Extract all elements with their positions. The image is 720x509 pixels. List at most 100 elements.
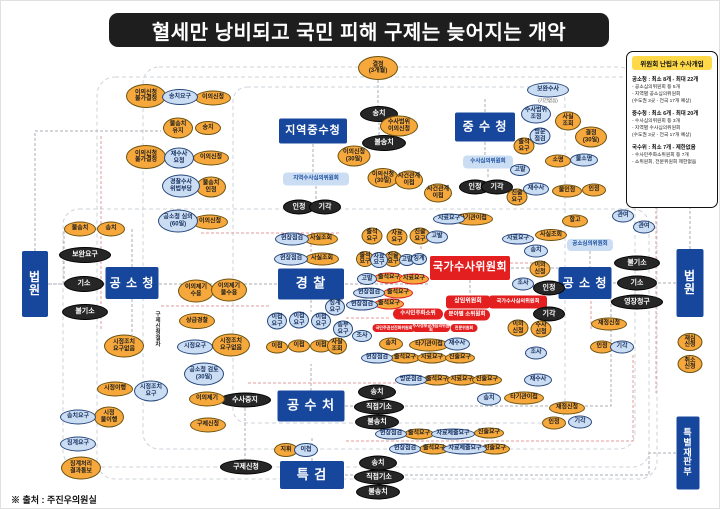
subcommittee-capsule-17: 분야별 소위원회 [444,309,490,321]
prosecutors-office-right-box: 공 소 청 [558,267,612,299]
flow-node-blue-164: 송부 요구 [333,320,353,338]
flow-node-orange-86: 진술요구 [472,374,502,386]
flow-node-orange-83: 진술요구 [445,352,475,364]
flow-node-orange-46: 이의신청 [195,90,231,106]
flow-node-blue-123: 징계요구 [60,436,96,452]
flow-node-blue-126: 이첩 [294,443,318,457]
flow-node-blue-153: 송치 [477,392,501,406]
flow-node-orange-105: 인정 [542,416,566,430]
legend-section-0-line-1: - 지역별 공소심의위원회 [632,91,681,97]
jungsu-office-box: 중 수 청 [455,112,515,142]
flow-node-blue-156: 현장점검 [375,428,407,440]
flow-node-blue-142: 수사범위 조정 [521,104,551,124]
flow-node-orange-47: 불송치 유지 [163,117,193,139]
flow-node-orange-62: 구제신청 [190,417,226,433]
flow-node-orange-97: 이의 신청 [507,319,529,337]
flow-node-blue-157: 자료제출요구 [431,428,475,440]
flow-node-black-30: 인정 [533,280,565,296]
flow-node-orange-81: 출석요구 [390,352,420,364]
flow-node-orange-58: 이의제기 불수용 [211,278,247,302]
flow-node-blue-132: 징계 [411,253,427,265]
flow-node-blue-155: 방문점검 [395,374,427,386]
committee-label-11: 지역수사심의위원회 [283,172,349,186]
flow-node-blue-118: 재수사 요청 [164,147,194,169]
flow-node-orange-79: 송치 [379,337,403,351]
relief-procedure-vlabel: 구 제 신 청 절 차 [155,312,161,348]
flow-node-orange-80: 타기관이첩 [409,338,449,352]
flow-node-blue-152: 재수사 [444,337,470,351]
subcommittee-capsule-20: 전문위원회 [450,324,478,332]
flow-node-blue-129: 고발 [426,230,448,244]
committee-label-13: 공소심의위원회 [567,239,613,251]
flow-node-blue-162: 이첩 요구 [311,312,331,330]
flow-node-orange-98: 수사 신청 [530,320,552,338]
flow-node-orange-red-116: 출석요구 [374,298,404,310]
flow-node-black-36: 직접기소 [354,399,404,415]
subcommittee-redbox-14: 상임위원회 [446,295,490,309]
flow-node-orange-73: 사건관계 이첩 [395,170,423,190]
legend-section-head-0: 공소청 : 최소 8개 - 최대 22개 [632,77,699,83]
flow-node-black-27: 기각 [309,199,341,215]
flow-node-orange-49: 이의신청 불가결정 [126,145,166,169]
small-note-167: (기간없음) [538,97,558,103]
flow-node-blue-135: 현장점검 [346,299,378,311]
flow-node-blue-139: 조사 [525,346,547,360]
flow-node-blue-151: 자료요구 [433,213,465,225]
flow-node-blue-144: 불소명 [570,153,598,167]
legend-panel: 위원회 난립과 수사개입 공소청 : 최소 8개 - 최대 22개- 공소심의위… [626,51,718,208]
flow-node-black-40: 불송치 [356,484,400,500]
flow-node-orange-45: 이의신청 불가결정 [126,84,166,108]
flow-node-orange-59: 상급경찰 [179,313,215,329]
flow-node-blue-140: 재수사 [524,373,552,387]
flow-node-orange-108: 진술요구 [474,427,504,439]
flow-node-orange-54: 시정이행 [97,381,133,397]
flow-node-blue-154: 현장점검 [361,352,393,364]
subcommittee-capsule-16: 수사민주화소위 [393,308,443,320]
flow-node-orange-76: 이첩 [288,339,310,353]
legend-section-0-line-2: (수도권 3곳 - 전국 17개 예상) [632,98,692,104]
court-left-box: 법 원 [22,251,48,317]
flow-node-orange-104: 재정신청 [549,401,585,415]
special-tribunal-box: 특 별 재 판 부 [676,416,700,490]
flow-node-blue-122: 송치요구 [60,409,96,425]
flow-node-blue-125: 공소청 검토 (30일) [184,362,224,386]
flow-node-orange-66: 출석 요구 [361,227,383,245]
police-box: 경 찰 [278,268,344,300]
flow-node-blue-163: 징계 요구 [325,298,345,316]
flow-node-blue-161: 이첩 요구 [289,311,309,329]
flow-node-orange-78: 사실 조회 [327,337,347,355]
flow-node-orange-57: 이의제기 수용 [178,279,214,303]
flow-node-orange-99: 재정신청 [591,317,627,331]
flow-node-blue-138: 송치 [524,244,548,258]
flow-node-orange-68: 진술 요구 [409,227,431,245]
flow-node-blue-149: 기각 [610,340,634,354]
flow-node-orange-65: 사실조회 [305,252,339,266]
flow-node-black-32: 불기소 [614,255,660,271]
flow-node-blue-165: 조사 [352,330,372,342]
flow-node-orange-107: 출석요구 [404,428,434,440]
flow-node-black-33: 기소 [617,275,657,291]
cio-box: 공 수 처 [277,390,345,422]
flow-node-orange-44: 송치 [97,221,125,237]
flow-node-blue-146: 재수사 [523,182,549,196]
flow-node-orange-82: 자료요구 [417,352,447,364]
flow-node-blue-124: 시정요구 [177,339,213,355]
flow-node-blue-127: 현장점검 [275,232,309,246]
flow-node-orange-69: 결정 (3개월) [358,56,398,80]
prosecutors-office-left-box: 공 소 청 [105,267,159,299]
legend-section-0-line-0: - 공소심의위원회 등 5개 [632,84,680,90]
flow-node-blue-128: 현장점검 [274,252,308,266]
flow-node-blue-148: 관여 [633,220,655,234]
flow-node-orange-77: 이첩 [310,339,332,353]
legend-section-1-line-0: - 수사심의위원회 등 3개 [632,118,680,124]
flow-node-orange-101: 재심 신청 [677,333,703,351]
flow-node-blue-134: 현장점검 [353,287,385,299]
subcommittee-capsule-18: 국민주권선진화위원회 [372,324,416,332]
flow-node-blue-119: 경찰수사 위법부당 [162,174,200,198]
committee-label-12: 수사심의위원회 [463,155,513,169]
flow-node-black-31: 기각 [533,306,565,322]
flow-node-orange-94: 항고 [562,214,588,228]
flow-node-orange-61: 이의제기 [189,391,225,407]
legend-section-1-line-1: - 지역별 수사심의위원회 [632,125,681,131]
flow-node-orange-91: 불인정 [552,184,582,198]
